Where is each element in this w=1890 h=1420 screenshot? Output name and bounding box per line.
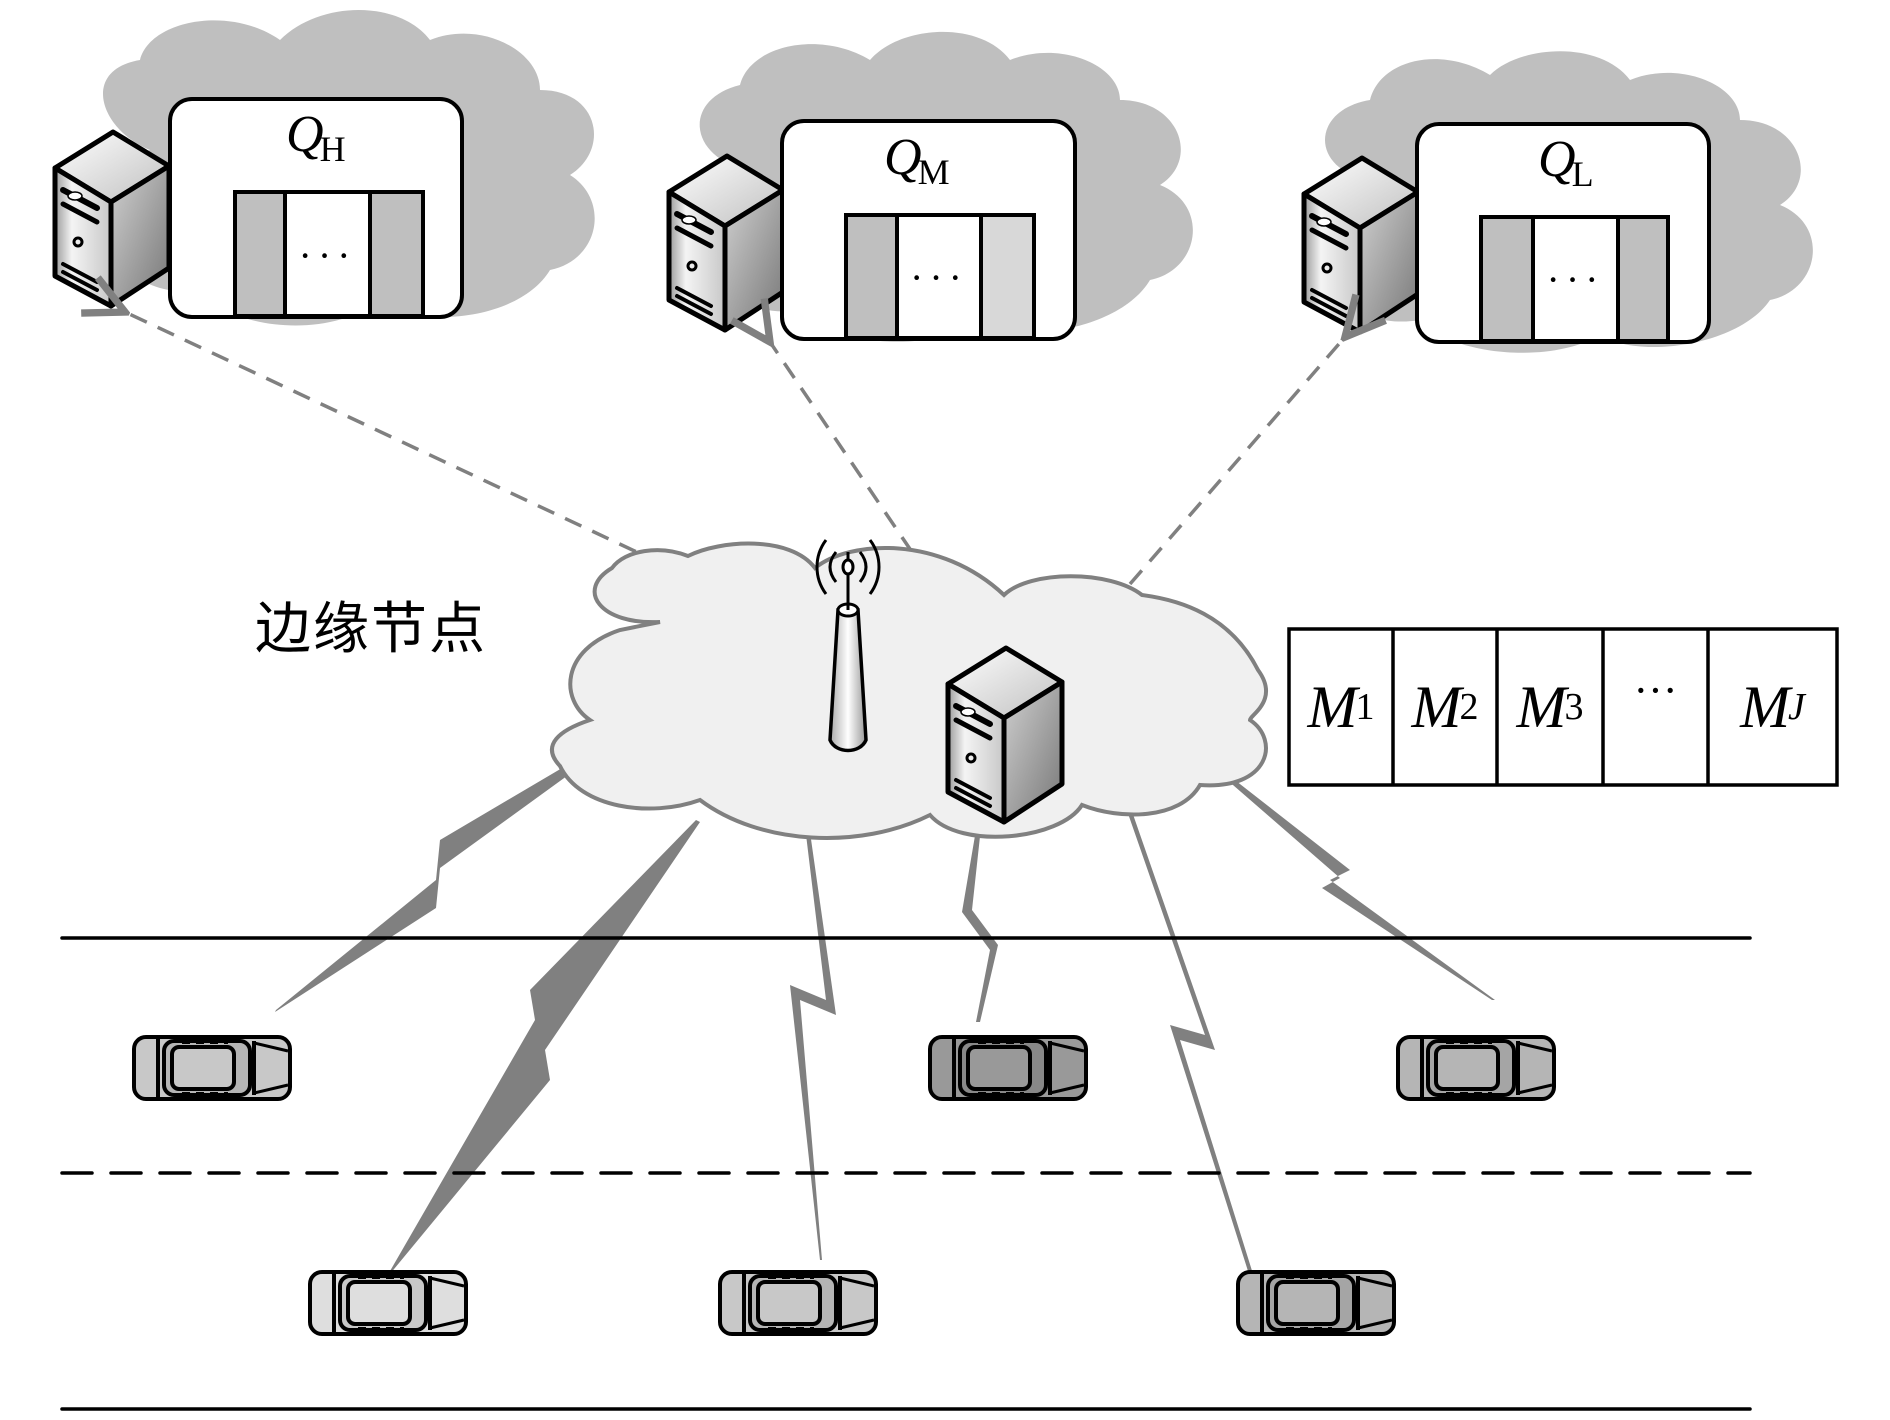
wireless-link: [790, 818, 836, 1260]
wireless-link: [962, 818, 998, 1022]
queue-ellipsis-low: ···: [1546, 257, 1605, 302]
wireless-link: [1218, 770, 1495, 1000]
wireless-link: [385, 820, 700, 1280]
queue-box-high: [168, 97, 464, 319]
offload-arrow-medium: [770, 342, 914, 553]
cloud-server-high-icon: [55, 132, 169, 306]
offload-arrow-high: [125, 312, 691, 579]
model-cell-ellipsis: ···: [1633, 665, 1678, 715]
wireless-link: [275, 748, 600, 1012]
antenna-icon: [815, 539, 881, 753]
queue-ellipsis-high: ···: [298, 233, 357, 278]
vehicle-icon: [132, 1035, 292, 1101]
edge-server-icon: [948, 648, 1062, 822]
cloud-server-low-icon: [1304, 158, 1418, 332]
vehicle-icon: [1238, 1272, 1394, 1334]
edge-node-label: 边缘节点: [255, 597, 487, 662]
edge-node-cloud: [550, 541, 1268, 840]
vehicle-icon: [1396, 1035, 1556, 1101]
vehicle-icon: [930, 1037, 1086, 1099]
offload-arrow-low: [1128, 337, 1345, 586]
vehicle-icon: [310, 1272, 466, 1334]
queue-ellipsis-medium: ···: [910, 255, 968, 300]
model-table: [1287, 627, 1839, 787]
queue-label-medium: QM: [884, 129, 950, 192]
cloud-server-medium-icon: [669, 156, 783, 330]
queue-box-medium: [780, 119, 1077, 341]
vehicles: [132, 1035, 1556, 1334]
vehicle-icon: [720, 1272, 876, 1334]
wireless-link: [1124, 800, 1258, 1290]
road: [60, 936, 1752, 1411]
queue-label-low: QL: [1538, 131, 1594, 194]
queue-box-low: [1415, 122, 1711, 344]
queue-label-high: QH: [286, 106, 346, 169]
